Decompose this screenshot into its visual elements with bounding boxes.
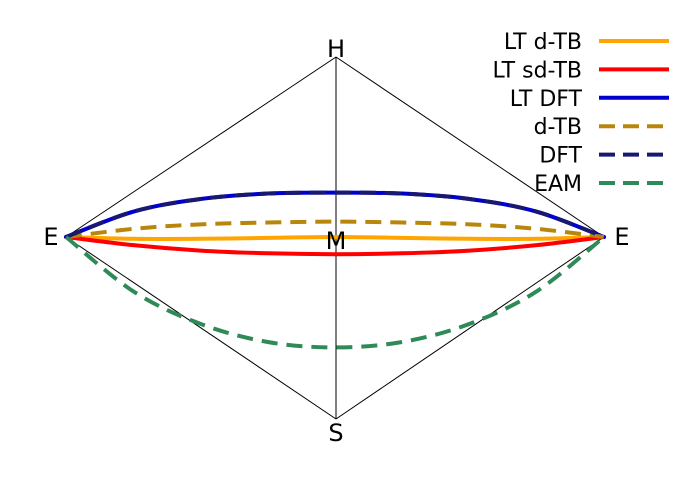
legend-label-lt-dft: LT DFT — [510, 87, 583, 112]
vertex-label-center: M — [326, 227, 347, 255]
edge-left-top — [65, 56, 337, 238]
edge-bottom-left — [65, 236, 337, 420]
legend: LT d-TB LT sd-TB LT DFT d-TB DFT EAM — [492, 30, 669, 197]
series-line-lt-sd-tb — [64, 235, 606, 257]
legend-label-lt-d-tb: LT d-TB — [504, 30, 582, 55]
legend-label-eam: EAM — [534, 172, 582, 197]
vertex-label-right: E — [614, 223, 629, 251]
series-line-lt-d-tb — [64, 234, 606, 241]
vertex-label-top: H — [327, 35, 345, 63]
edge-right-bottom — [335, 236, 605, 420]
series-line-dft — [65, 190, 605, 239]
vertex-label-left: E — [43, 223, 58, 251]
edge-top-right — [335, 56, 605, 238]
series-line-eam — [64, 235, 606, 350]
vertex-label-bottom: S — [328, 419, 343, 447]
series-line-d-tb — [65, 219, 605, 239]
legend-label-dft: DFT — [539, 144, 582, 169]
vertex-labels: E E H S M — [43, 35, 629, 447]
series-curves — [64, 190, 606, 350]
legend-label-d-tb: d-TB — [534, 115, 582, 140]
legend-label-lt-sd-tb: LT sd-TB — [492, 58, 582, 83]
